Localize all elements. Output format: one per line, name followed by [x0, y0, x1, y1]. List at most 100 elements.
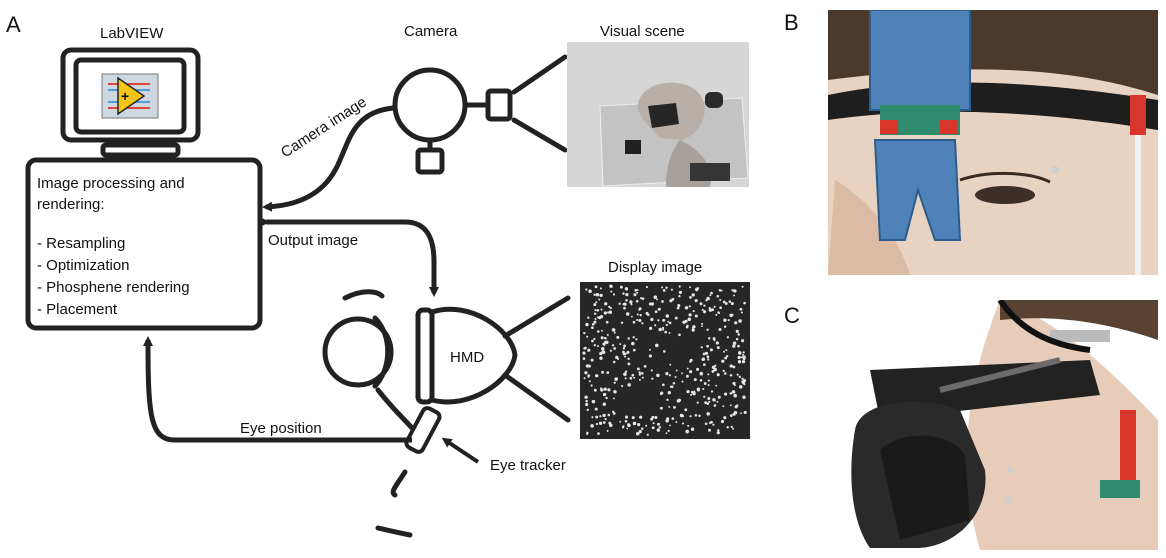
phosphene-dot: [648, 354, 652, 358]
phosphene-dot: [699, 371, 704, 376]
phosphene-dot: [624, 370, 628, 373]
phosphene-dot: [737, 344, 740, 348]
phosphene-dot: [588, 289, 592, 294]
phosphene-dot: [729, 414, 733, 417]
phosphene-dot: [619, 420, 622, 423]
phosphene-dot: [624, 415, 629, 419]
phosphene-dot: [609, 307, 612, 310]
phosphene-dot: [718, 289, 722, 292]
phosphene-dot: [582, 357, 586, 360]
phosphene-dot: [662, 288, 666, 292]
phosphene-dot: [601, 346, 605, 351]
eye-position-label: Eye position: [240, 420, 322, 437]
phosphene-dot: [631, 373, 635, 377]
phosphene-dot: [593, 293, 596, 296]
phosphene-dot: [681, 380, 684, 383]
phosphene-dot: [638, 373, 642, 376]
phosphene-dot: [687, 317, 692, 322]
phosphene-dot: [652, 422, 655, 425]
phosphene-dot: [626, 350, 630, 354]
phosphene-dot: [717, 395, 721, 399]
phosphene-dot: [599, 352, 603, 356]
phosphene-dot: [727, 319, 730, 322]
phosphene-dot: [737, 360, 742, 364]
phosphene-dot: [657, 422, 660, 426]
eye-tracker-pointer: [441, 437, 480, 464]
phosphene-dot: [594, 309, 597, 312]
phosphene-dot: [624, 287, 629, 291]
phosphene-dot: [585, 288, 588, 291]
phosphene-dot: [725, 349, 728, 352]
phosphene-dot: [738, 375, 741, 378]
phosphene-dot: [667, 391, 671, 395]
phosphene-dot: [713, 305, 716, 308]
phosphene-dot: [583, 347, 586, 350]
phosphene-dot: [716, 294, 720, 298]
phosphene-dot: [636, 367, 640, 371]
phosphene-dot: [678, 290, 683, 295]
phosphene-dot: [740, 311, 743, 314]
phosphene-dot: [678, 295, 681, 298]
phosphene-dot: [738, 319, 742, 323]
phosphene-dot: [599, 415, 602, 418]
photo-headset-side: [828, 300, 1158, 550]
phosphene-dot: [591, 339, 594, 343]
phosphene-dot: [665, 286, 668, 289]
phosphene-dot: [632, 336, 635, 339]
phosphene-dot: [693, 390, 696, 393]
phosphene-dot: [649, 326, 653, 330]
phosphene-dot: [669, 363, 672, 366]
phosphene-dot: [723, 318, 727, 322]
phosphene-dot: [612, 412, 616, 415]
display-image-label: Display image: [608, 259, 702, 276]
phosphene-dot: [688, 313, 692, 317]
camera-image-arrow: [262, 105, 394, 212]
phosphene-dot: [741, 377, 744, 380]
phosphene-dot: [665, 432, 668, 435]
phosphene-dot: [641, 297, 645, 300]
visual-scene-image: [567, 42, 749, 187]
phosphene-dot: [610, 290, 613, 293]
phosphene-dot: [724, 302, 728, 305]
phosphene-dot: [659, 406, 663, 410]
phosphene-dot: [665, 323, 668, 327]
phosphene-dot: [585, 322, 589, 327]
phosphene-dot: [702, 352, 706, 356]
phosphene-dot: [611, 328, 616, 332]
phosphene-dot: [586, 408, 589, 412]
phosphene-dot: [732, 341, 737, 345]
phosphene-dot: [733, 411, 738, 415]
phosphene-dot: [597, 345, 599, 348]
phosphene-dot: [707, 379, 710, 382]
phosphene-dot: [723, 372, 727, 375]
phosphene-dot: [593, 388, 597, 392]
phosphene-dot: [710, 420, 713, 424]
phosphene-dot: [694, 314, 698, 318]
phosphene-dot: [600, 308, 603, 311]
phosphene-dot: [661, 300, 664, 303]
phosphene-dot: [605, 396, 608, 400]
phosphene-dot: [625, 312, 630, 316]
phosphene-dot: [654, 415, 658, 420]
phosphene-dot: [665, 314, 670, 318]
phosphene-dot: [641, 376, 644, 379]
phosphene-dot: [664, 330, 668, 334]
phosphene-dot: [701, 322, 704, 325]
phosphene-dot: [720, 419, 725, 424]
phosphene-dot: [600, 315, 604, 319]
phosphene-dot: [616, 335, 620, 339]
phosphene-dot: [603, 311, 608, 315]
phosphene-dot: [595, 301, 598, 304]
phosphene-dot: [627, 423, 631, 428]
phosphene-dot: [624, 352, 627, 355]
phosphene-dot: [624, 419, 628, 423]
phosphene-dot: [733, 294, 736, 297]
phosphene-dot: [681, 422, 685, 425]
phosphene-dot: [615, 355, 619, 359]
phosphene-dot: [667, 320, 670, 323]
phosphene-dot: [656, 373, 660, 378]
phosphene-dot: [627, 357, 630, 361]
phosphene-dot: [668, 331, 671, 334]
phosphene-dots: [582, 284, 747, 436]
phosphene-dot: [657, 319, 660, 322]
